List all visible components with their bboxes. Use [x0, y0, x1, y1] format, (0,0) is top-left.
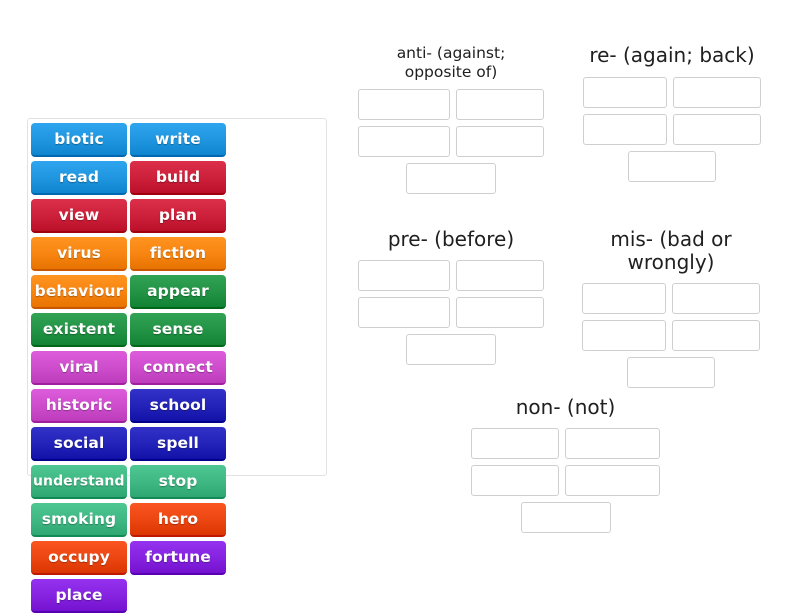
word-tile[interactable]: fiction	[130, 237, 226, 271]
group-anti-slots	[350, 89, 552, 195]
word-tile-label: viral	[59, 358, 99, 376]
group-re[interactable]: re- (again; back)	[572, 44, 772, 182]
group-re-slots	[572, 77, 772, 182]
drop-slot[interactable]	[358, 260, 450, 291]
word-tile-label: understand	[33, 472, 125, 490]
drop-slot[interactable]	[471, 465, 559, 496]
group-non-title: non- (not)	[515, 395, 616, 419]
word-tile-label: biotic	[54, 130, 104, 148]
word-tile-label: plan	[158, 206, 198, 224]
drop-slot[interactable]	[358, 297, 450, 328]
word-tile-label: place	[55, 586, 103, 604]
drop-slot[interactable]	[582, 320, 666, 351]
group-pre-title: pre- (before)	[387, 227, 515, 251]
word-tile[interactable]: behaviour	[31, 275, 127, 309]
group-pre-slots	[350, 260, 552, 365]
word-tile[interactable]: school	[130, 389, 226, 423]
drop-slot[interactable]	[673, 77, 761, 108]
word-tile[interactable]: sense	[130, 313, 226, 347]
drop-slot[interactable]	[406, 163, 496, 195]
word-tile-label: build	[155, 168, 201, 186]
drop-slot[interactable]	[520, 502, 611, 533]
drop-slot[interactable]	[471, 428, 559, 459]
word-tile[interactable]: read	[31, 161, 127, 195]
word-tile-label: social	[53, 434, 105, 452]
word-tile[interactable]: build	[130, 161, 226, 195]
word-tile-label: behaviour	[34, 282, 124, 300]
word-tile[interactable]: occupy	[31, 541, 127, 575]
drop-slot[interactable]	[628, 151, 716, 182]
word-tile-label: connect	[143, 358, 213, 376]
word-tile[interactable]: appear	[130, 275, 226, 309]
drop-slot[interactable]	[672, 320, 760, 351]
word-tile-label: virus	[57, 244, 101, 262]
group-mis-title: mis- (bad or wrongly)	[610, 227, 732, 274]
group-non[interactable]: non- (not)	[458, 396, 673, 533]
word-tile[interactable]: understand	[31, 465, 127, 499]
word-tile[interactable]: plan	[130, 199, 226, 233]
word-tile[interactable]: virus	[31, 237, 127, 271]
word-tile-label: hero	[157, 510, 199, 528]
word-tile-label: view	[58, 206, 100, 224]
drop-slot[interactable]	[456, 126, 544, 158]
word-tile-label: occupy	[48, 548, 110, 566]
word-tile-label: historic	[45, 396, 113, 414]
word-tile[interactable]: viral	[31, 351, 127, 385]
drop-slot[interactable]	[358, 126, 450, 158]
word-tile-label: school	[149, 396, 207, 414]
word-tile[interactable]: spell	[130, 427, 226, 461]
drop-slot[interactable]	[565, 465, 660, 496]
word-tile-label: sense	[152, 320, 204, 338]
drop-slot[interactable]	[583, 114, 667, 145]
group-pre[interactable]: pre- (before)	[350, 228, 552, 365]
drop-slot[interactable]	[627, 357, 715, 388]
group-mis[interactable]: mis- (bad or wrongly)	[566, 228, 776, 388]
word-tile[interactable]: existent	[31, 313, 127, 347]
drop-slot[interactable]	[565, 428, 660, 459]
drop-slot[interactable]	[358, 89, 450, 121]
group-non-slots	[458, 428, 673, 533]
word-tile[interactable]: view	[31, 199, 127, 233]
word-bank-container[interactable]: biotic write read build view plan virus fiction…	[27, 118, 327, 613]
drop-slot[interactable]	[583, 77, 667, 108]
word-tile-label: appear	[147, 282, 209, 300]
prefix-groups-container: anti- (against;opposite of) re- (again; …	[336, 38, 796, 558]
drop-slot[interactable]	[582, 283, 666, 314]
word-tile[interactable]: social	[31, 427, 127, 461]
word-tile-label: read	[58, 168, 100, 186]
word-tile-label: spell	[157, 434, 199, 452]
group-mis-slots	[566, 283, 776, 388]
drop-slot[interactable]	[406, 334, 496, 365]
group-anti[interactable]: anti- (against;opposite of)	[350, 44, 552, 195]
drop-slot[interactable]	[456, 260, 544, 291]
word-tile-label: write	[155, 130, 201, 148]
word-tile[interactable]: stop	[130, 465, 226, 499]
word-tile-label: smoking	[41, 510, 117, 528]
drop-slot[interactable]	[672, 283, 760, 314]
word-tile[interactable]: place	[31, 579, 127, 613]
word-tile-label: stop	[158, 472, 198, 490]
word-tile[interactable]: fortune	[130, 541, 226, 575]
drop-slot[interactable]	[456, 89, 544, 121]
word-tile[interactable]: historic	[31, 389, 127, 423]
word-tile[interactable]: connect	[130, 351, 226, 385]
word-tile-grid: biotic write read build view plan virus fiction…	[31, 123, 323, 613]
word-tile[interactable]: biotic	[31, 123, 127, 157]
word-tile-label: fortune	[145, 548, 211, 566]
drop-slot[interactable]	[673, 114, 761, 145]
word-tile[interactable]: smoking	[31, 503, 127, 537]
word-tile-label: fiction	[149, 244, 207, 262]
word-tile[interactable]: hero	[130, 503, 226, 537]
word-tile[interactable]: write	[130, 123, 226, 157]
drop-slot[interactable]	[456, 297, 544, 328]
word-tile-label: existent	[42, 320, 116, 338]
group-anti-title: anti- (against;opposite of)	[396, 44, 506, 81]
group-re-title: re- (again; back)	[589, 43, 755, 67]
